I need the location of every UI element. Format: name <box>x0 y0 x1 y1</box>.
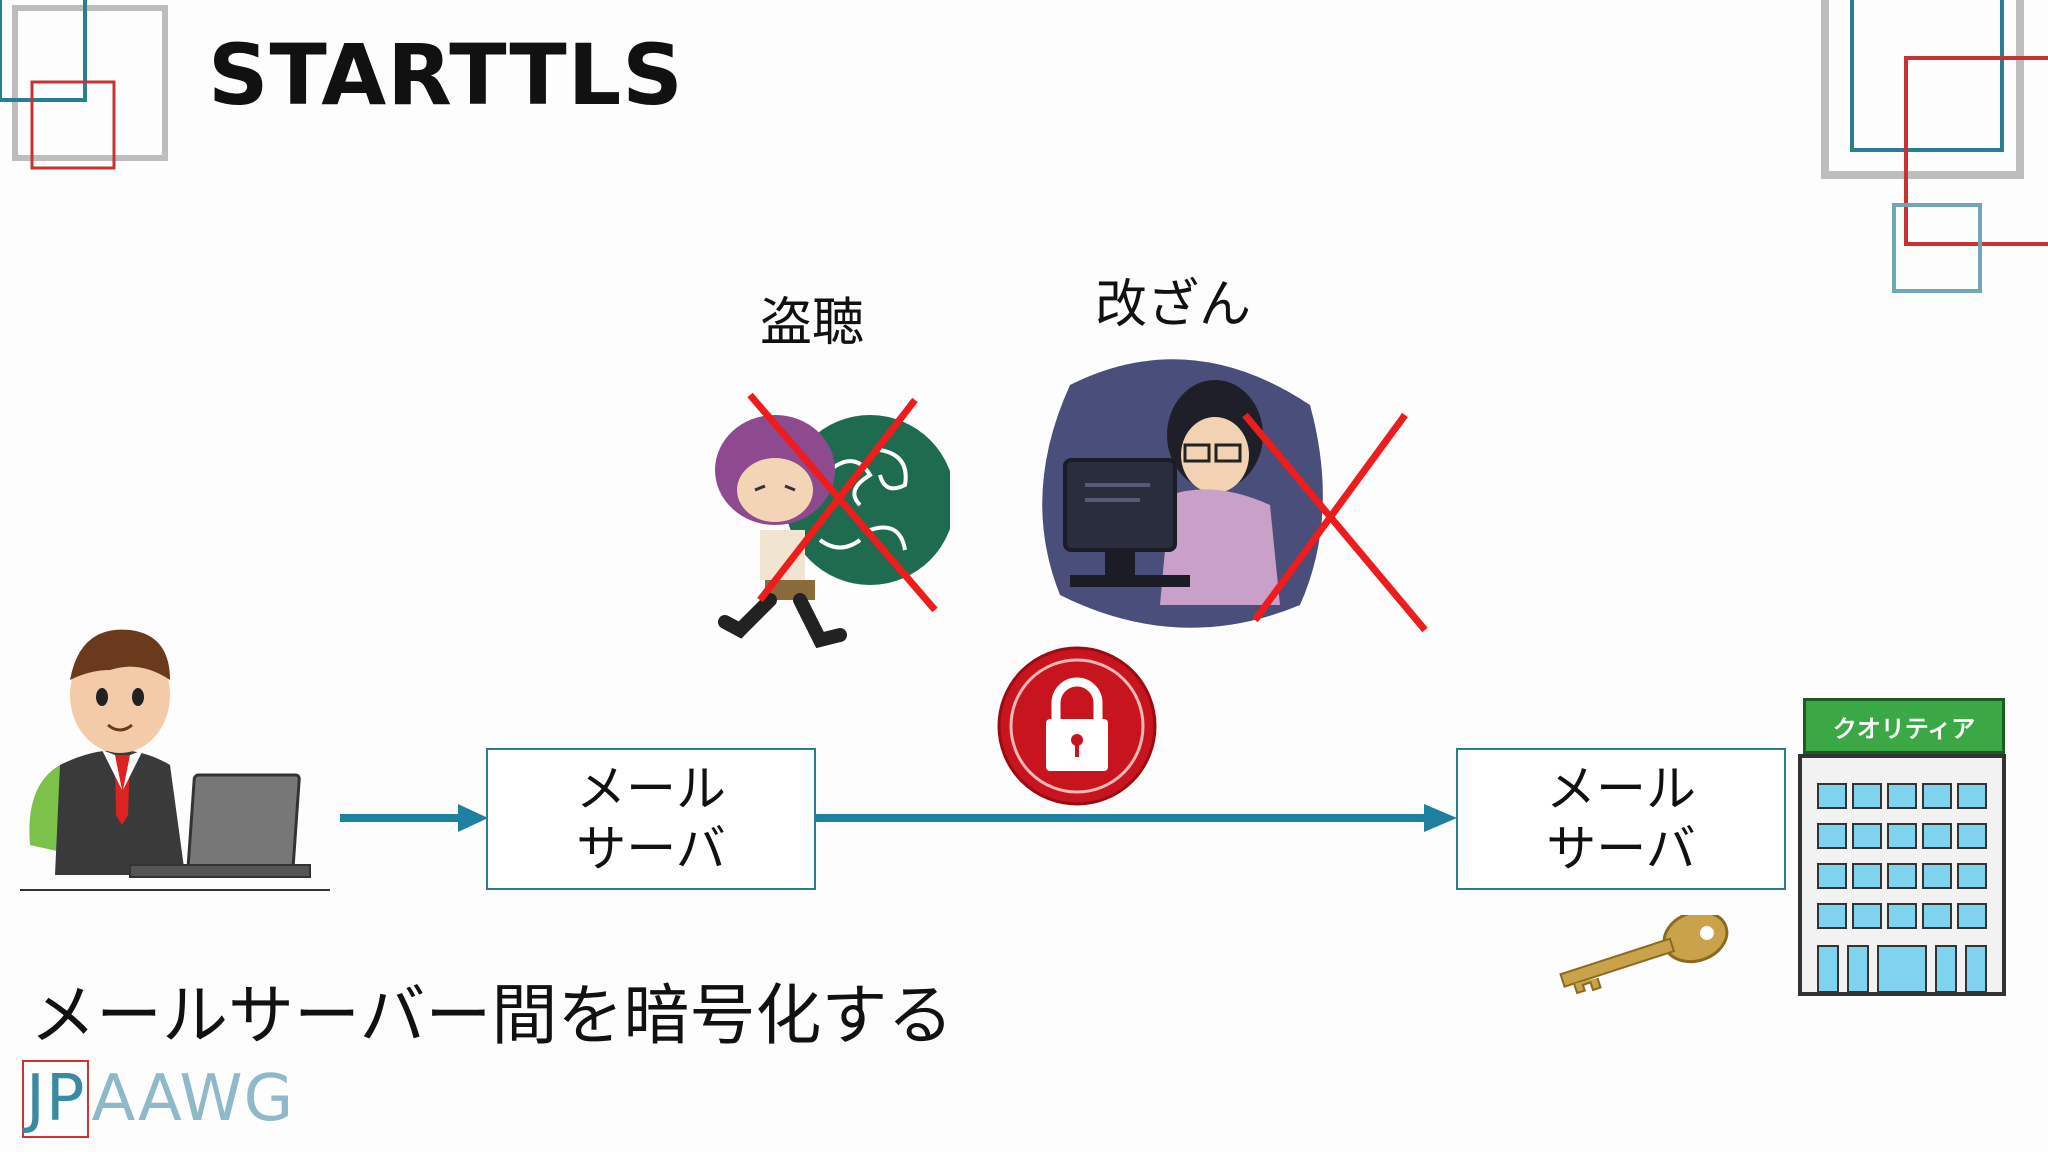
eavesdrop-cross-icon <box>747 392 938 613</box>
company-building: クオリティア <box>1798 698 2008 998</box>
logo-aawg: AAWG <box>91 1062 295 1136</box>
arrow-user-to-server <box>340 804 488 832</box>
monitor-icon <box>1063 458 1177 552</box>
mail-server-left-line2: サーバ <box>576 820 726 878</box>
lock-icon <box>997 646 1157 806</box>
jpaawg-logo: JPAAWG <box>22 1060 295 1138</box>
user-at-laptop-illustration <box>20 629 330 891</box>
logo-jp: JP <box>22 1060 90 1138</box>
eavesdrop-label: 盗聴 <box>760 293 865 353</box>
corner-decoration-left <box>0 0 168 170</box>
building-sign: クオリティア <box>1803 698 2005 754</box>
mail-server-right-line1: メール <box>1546 760 1696 818</box>
key-icon <box>1559 915 1729 995</box>
building-sign-text: クオリティア <box>1832 714 1976 743</box>
mail-server-left-line1: メール <box>576 760 726 818</box>
mail-server-right: メール サーバ <box>1456 748 1786 890</box>
laptop-icon <box>186 773 301 877</box>
mail-server-left: メール サーバ <box>486 748 816 890</box>
corner-decoration-right <box>1821 0 2048 293</box>
tamper-cross-icon <box>1242 412 1428 633</box>
slide-title: STARTTLS <box>208 26 684 124</box>
thief-illustration <box>715 415 950 649</box>
tamper-label: 改ざん <box>1095 275 1252 335</box>
mail-server-right-line2: サーバ <box>1546 820 1696 878</box>
slide-caption: メールサーバー間を暗号化する <box>30 977 954 1054</box>
arrow-server-to-server <box>812 804 1457 832</box>
